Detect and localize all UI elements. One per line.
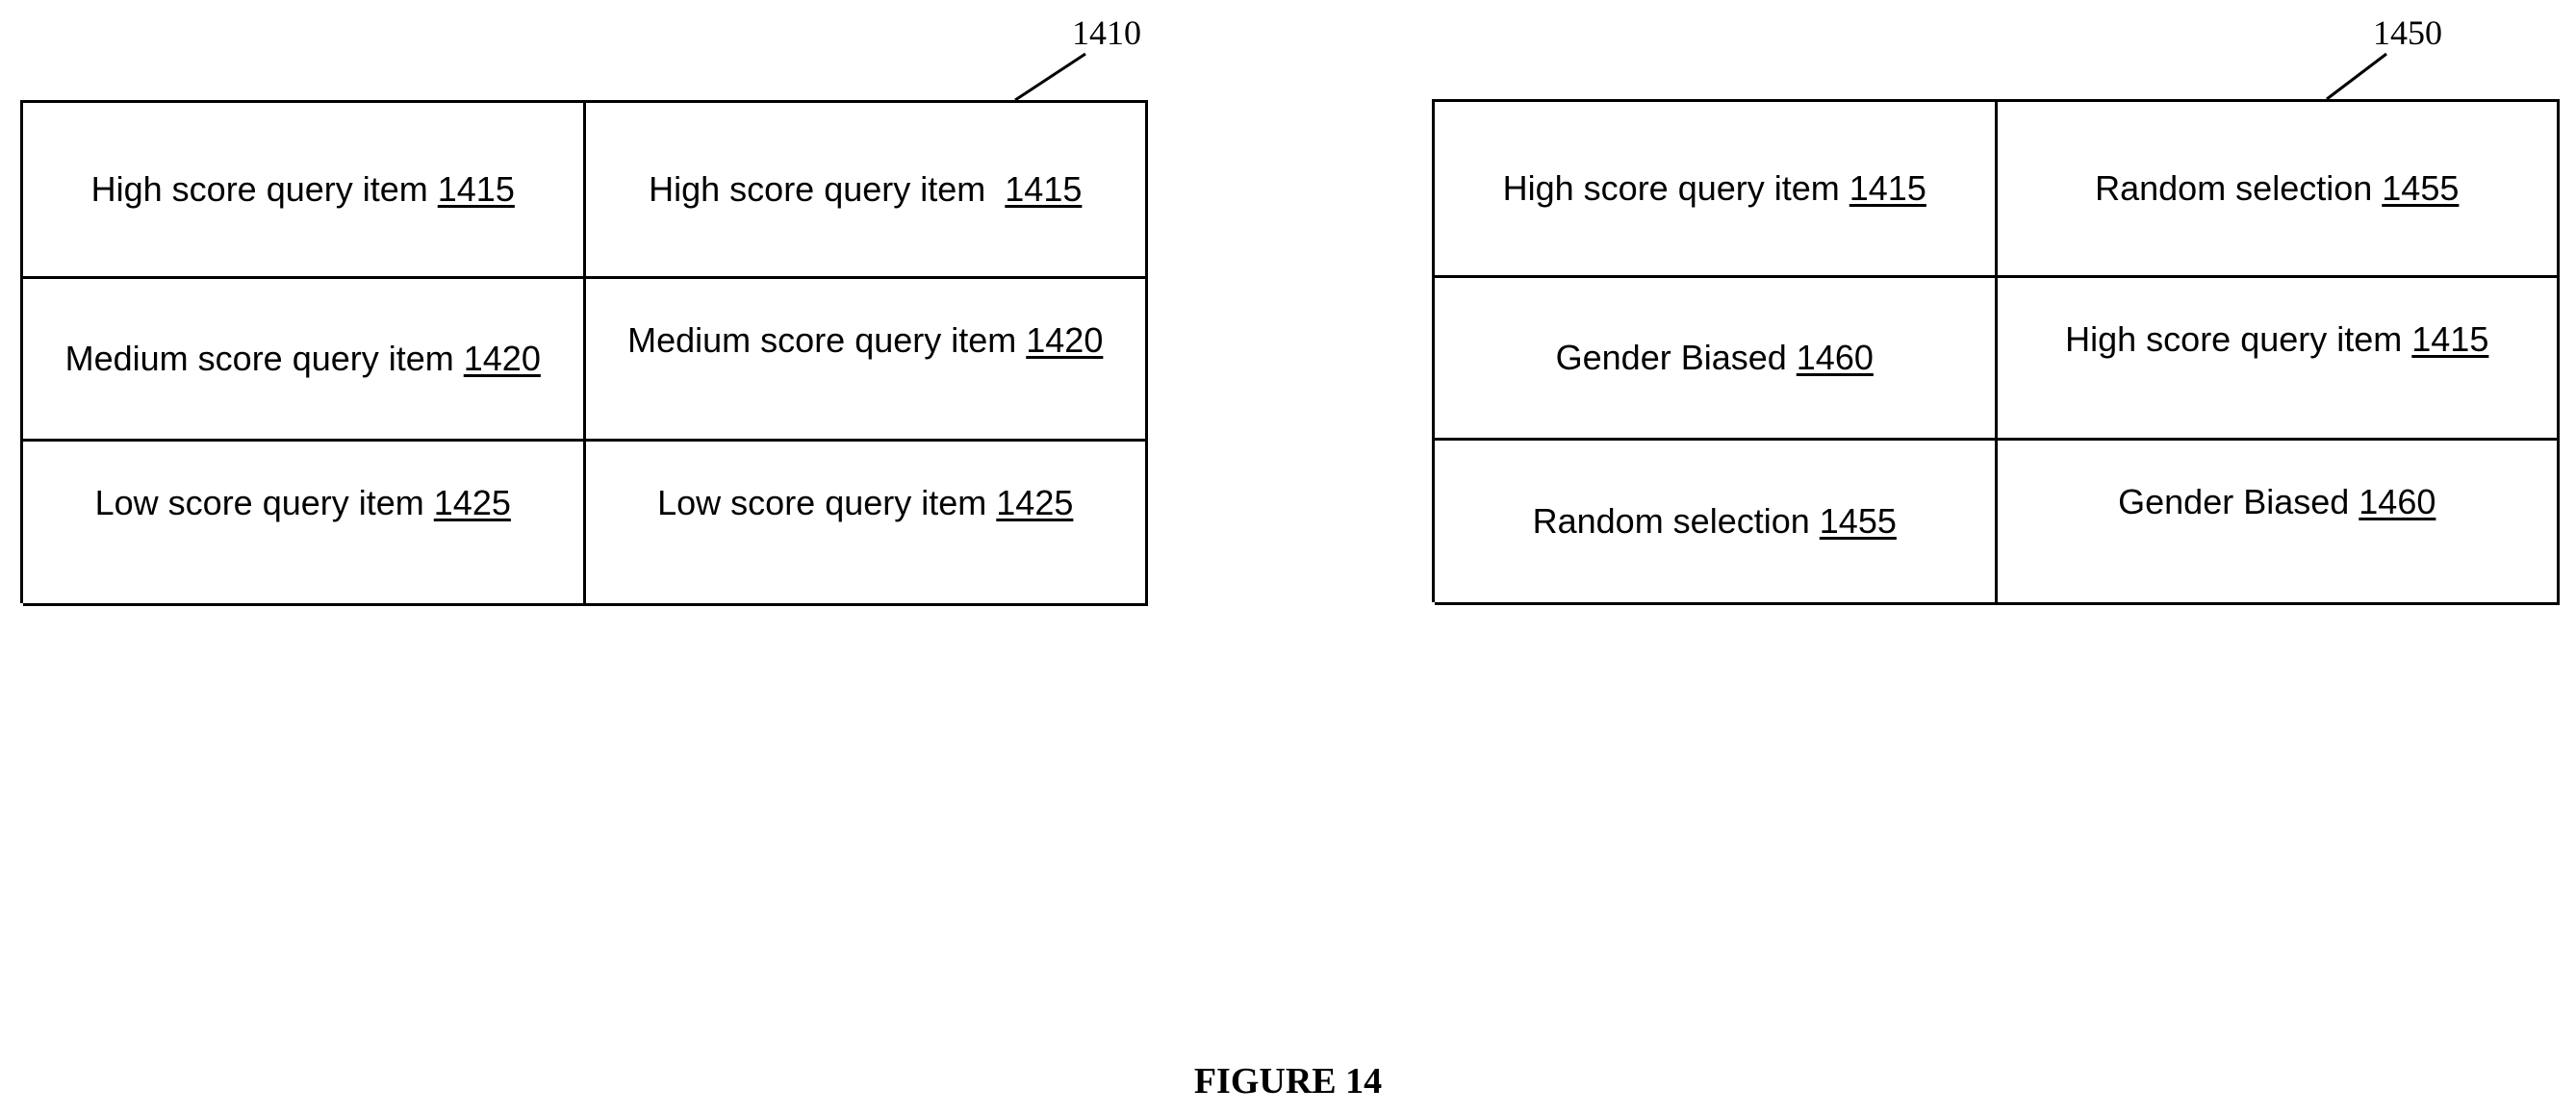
table-cell: High score query item 1415 <box>1998 278 2561 441</box>
cell-label: Medium score query item 1420 <box>65 342 541 376</box>
cell-label: Gender Biased 1460 <box>2118 485 2436 519</box>
table-cell: Random selection 1455 <box>1998 102 2561 278</box>
table-cell: Medium score query item 1420 <box>586 279 1149 442</box>
cell-label: Low score query item 1425 <box>95 486 511 520</box>
table-cell: Medium score query item 1420 <box>23 279 586 442</box>
cell-label: High score query item 1415 <box>1503 171 1926 206</box>
query-item-table-1450: High score query item 1415 Random select… <box>1432 99 2560 602</box>
leader-line-1450 <box>2327 54 2386 99</box>
table-cell: High score query item 1415 <box>1435 102 1998 278</box>
cell-label: Random selection 1455 <box>2095 171 2459 206</box>
table-cell: Gender Biased 1460 <box>1998 441 2561 605</box>
query-item-table-1410: High score query item 1415 High score qu… <box>20 100 1148 603</box>
cell-label: High score query item 1415 <box>649 172 1082 207</box>
leader-line-1410 <box>1015 54 1085 100</box>
reference-numeral-1450: 1450 <box>2373 15 2442 50</box>
table-cell: High score query item 1415 <box>23 103 586 279</box>
reference-numeral-1410: 1410 <box>1072 15 1141 50</box>
figure-caption: FIGURE 14 <box>0 1063 2576 1100</box>
table-cell: Gender Biased 1460 <box>1435 278 1998 441</box>
table-cell: Random selection 1455 <box>1435 441 1998 605</box>
cell-label: High score query item 1415 <box>91 172 515 207</box>
cell-label: Medium score query item 1420 <box>627 323 1103 358</box>
table-cell: Low score query item 1425 <box>586 442 1149 606</box>
table-cell: High score query item 1415 <box>586 103 1149 279</box>
table-cell: Low score query item 1425 <box>23 442 586 606</box>
cell-label: Random selection 1455 <box>1533 504 1897 539</box>
cell-label: High score query item 1415 <box>2065 322 2488 357</box>
cell-label: Gender Biased 1460 <box>1556 341 1874 375</box>
cell-label: Low score query item 1425 <box>657 486 1073 520</box>
